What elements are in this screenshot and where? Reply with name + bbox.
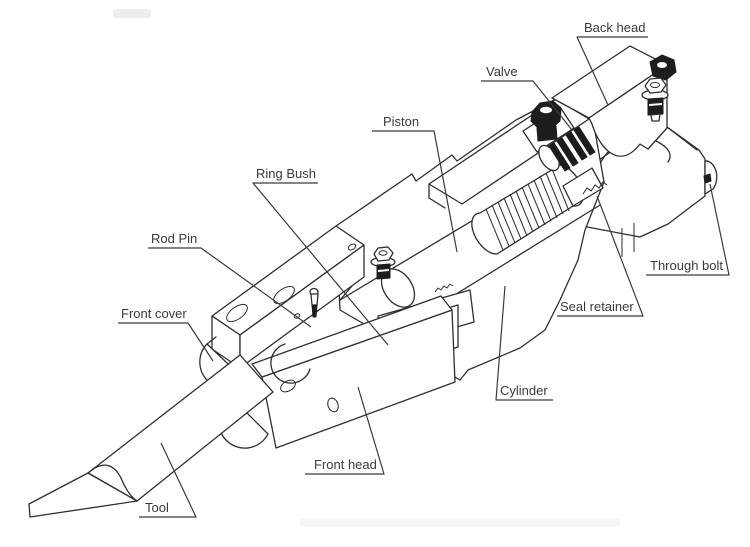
tool-drawing [28, 354, 274, 518]
label-cylinder: Cylinder [500, 383, 548, 398]
label-rod-pin: Rod Pin [151, 231, 197, 246]
callouts: Back head Valve Piston Ring Bush Rod Pin… [118, 20, 730, 518]
label-ring-bush: Ring Bush [256, 166, 316, 181]
label-back-head: Back head [584, 20, 645, 35]
label-front-cover: Front cover [121, 306, 187, 321]
cylinder-bolt-icon [370, 246, 396, 280]
front-head-drawing [218, 295, 456, 449]
callout-front-head: Front head [305, 386, 385, 475]
label-tool: Tool [145, 500, 169, 515]
callout-piston: Piston [372, 114, 458, 253]
callout-ring-bush: Ring Bush [252, 166, 389, 346]
callout-rod-pin: Rod Pin [148, 231, 312, 328]
valve-drawing [522, 100, 575, 153]
callout-valve: Valve [481, 64, 573, 131]
piston-ring-pack-drawing [538, 126, 596, 172]
label-valve: Valve [486, 64, 518, 79]
label-through-bolt: Through bolt [650, 258, 723, 273]
callout-back-head: Back head [576, 20, 648, 106]
label-front-head: Front head [314, 457, 377, 472]
callout-front-cover: Front cover [118, 306, 214, 362]
callout-seal-retainer: Seal retainer [557, 195, 644, 317]
back-head-bolt-icon [641, 54, 677, 122]
callout-through-bolt: Through bolt [646, 183, 730, 276]
callout-cylinder: Cylinder [495, 285, 553, 401]
rod-pin-drawing [309, 287, 319, 318]
scan-artifacts [113, 9, 620, 527]
top-plate-drawing [211, 225, 365, 369]
label-piston: Piston [383, 114, 419, 129]
label-seal-retainer: Seal retainer [560, 299, 634, 314]
callout-tool: Tool [139, 442, 197, 518]
seal-retainer-drawing [434, 167, 608, 293]
